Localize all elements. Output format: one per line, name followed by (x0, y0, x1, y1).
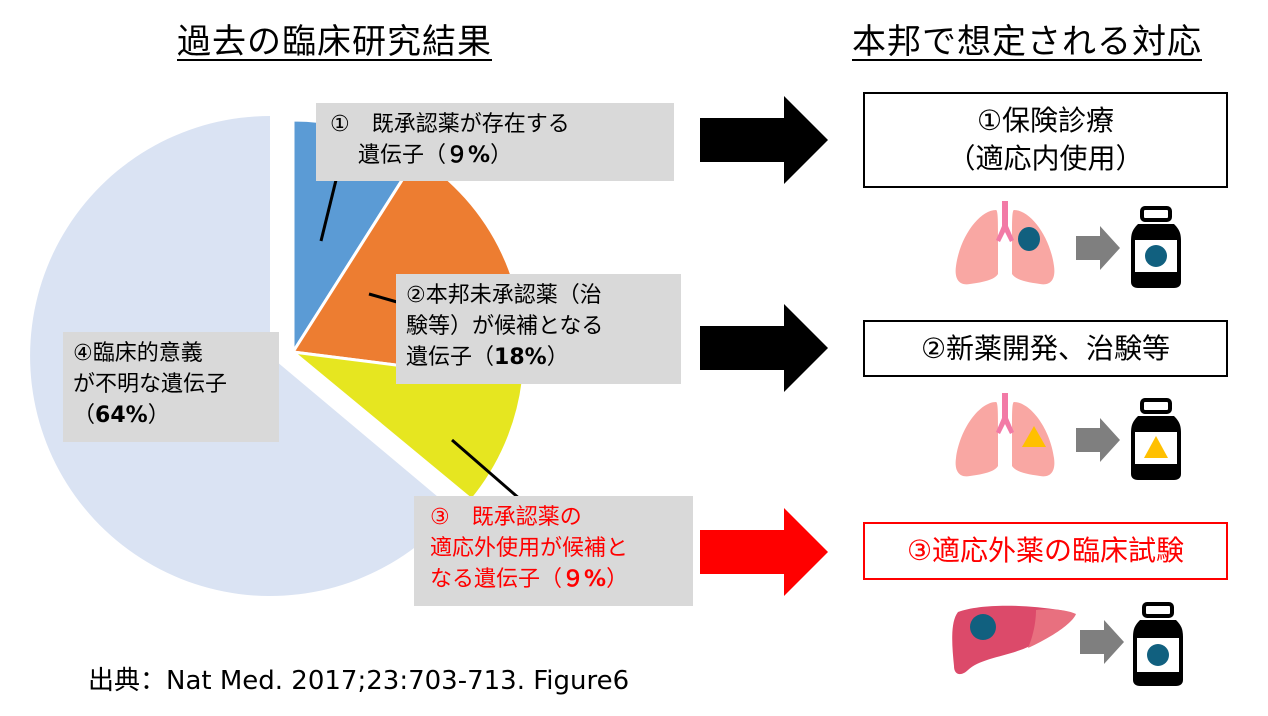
leader-line-2 (368, 292, 398, 304)
medicine-bottle-icon (1131, 206, 1181, 288)
citation: 出典：Nat Med. 2017;23:703-713. Figure6 (88, 666, 630, 696)
arrow-right-icon (700, 96, 828, 184)
label-slice-3-line1: ③ 既承認薬の (430, 505, 582, 530)
label-slice-4-line2: が不明な遺伝子 (73, 372, 228, 397)
label-slice-2-line1: ②本邦未承認薬（治 (406, 283, 602, 308)
arrow-right-gray-icon (1076, 226, 1120, 270)
outcome-1-line1: ①保険診療 (976, 104, 1115, 137)
label-slice-2-line3: 遺伝子（18%） (406, 345, 569, 370)
medicine-bottle-icon (1133, 602, 1183, 686)
arrow-right-gray-icon (1080, 620, 1124, 664)
illustration-row-1 (955, 201, 1181, 288)
label-slice-2: ②本邦未承認薬（治 験等）が候補となる 遺伝子（18%） (396, 274, 681, 384)
outcome-box-2: ②新薬開発、治験等 (863, 320, 1228, 377)
label-slice-1-line1: ① 既承認薬が存在する (330, 112, 570, 137)
label-slice-2-line2: 験等）が候補となる (406, 314, 604, 339)
label-slice-4-line3: （64%） (73, 403, 170, 428)
arrow-right-red-icon (700, 508, 828, 596)
outcome-1-line2: （適応内使用） (947, 142, 1144, 175)
outcome-box-3: ③適応外薬の臨床試験 (863, 522, 1228, 580)
illustration-row-3 (952, 602, 1183, 686)
label-slice-3-line2: 適応外使用が候補と (430, 536, 629, 561)
leader-line-1 (319, 179, 338, 242)
label-slice-4: ④臨床的意義 が不明な遺伝子 （64%） (63, 332, 279, 442)
label-slice-1-line2: 遺伝子（９%） (358, 143, 513, 168)
liver-icon (952, 605, 1076, 675)
left-heading: 過去の臨床研究結果 (177, 22, 492, 62)
label-slice-1: ① 既承認薬が存在する 遺伝子（９%） (316, 103, 674, 181)
leader-line-3 (451, 438, 522, 502)
label-slice-3: ③ 既承認薬の 適応外使用が候補と なる遺伝子（９%） (414, 496, 693, 606)
arrow-right-icon (700, 304, 828, 392)
lung-icon (955, 393, 1055, 477)
label-slice-4-line1: ④臨床的意義 (73, 341, 203, 366)
outcome-box-1: ①保険診療 （適応内使用） (863, 92, 1228, 188)
label-slice-3-line3: なる遺伝子（９%） (430, 567, 629, 592)
lung-icon (955, 201, 1055, 285)
arrow-right-gray-icon (1076, 418, 1120, 462)
outcome-3-line1: ③適応外薬の臨床試験 (906, 534, 1185, 567)
outcome-2-line1: ②新薬開発、治験等 (920, 331, 1171, 365)
medicine-bottle-icon (1131, 398, 1181, 480)
pie-slice-3 (288, 349, 525, 503)
right-heading: 本邦で想定される対応 (852, 22, 1202, 62)
illustration-row-2 (955, 393, 1181, 480)
